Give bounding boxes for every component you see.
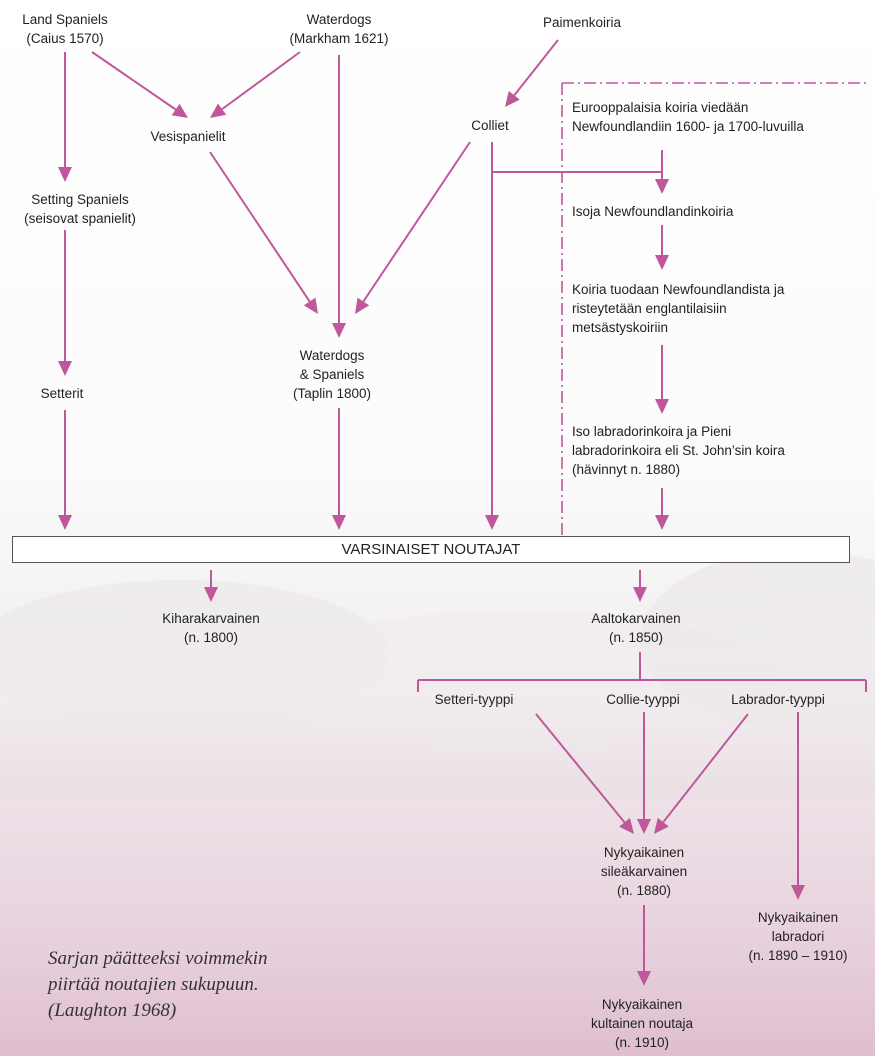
- node-setting-spaniels: Setting Spaniels (seisovat spanielit): [24, 190, 136, 228]
- node-labradori: Nykyaikainen labradori (n. 1890 – 1910): [748, 908, 847, 965]
- node-labrador-tyyppi: Labrador-tyyppi: [731, 690, 825, 709]
- kiharakarvainen-line: Kiharakarvainen: [162, 611, 260, 626]
- setting-spaniels-line: (seisovat spanielit): [24, 211, 136, 226]
- colliet-line: Colliet: [471, 118, 509, 133]
- eurooppalaisia-line: Eurooppalaisia koiria viedään: [572, 100, 749, 115]
- arrow-colliet-to-waterdogs-spaniels-shaft: [362, 141, 471, 303]
- koiria-tuodaan-line: Koiria tuodaan Newfoundlandista ja: [572, 282, 785, 297]
- caption-line: piirtää noutajien sukupuun.: [48, 974, 259, 995]
- waterdogs-line: (Markham 1621): [289, 31, 389, 46]
- arrow-vesispanielit-to-waterdogs-spaniels-shaft: [209, 151, 311, 303]
- arrow-waterdogs-to-vesispanielit-head: [210, 103, 227, 118]
- labradori-line: Nykyaikainen: [757, 910, 839, 925]
- arrow-colliet-to-waterdogs-spaniels-head: [355, 297, 370, 314]
- node-paimenkoiria: Paimenkoiria: [543, 13, 621, 32]
- caption-line: (Laughton 1968): [48, 1000, 177, 1021]
- node-kiharakarvainen: Kiharakarvainen (n. 1800): [162, 609, 260, 647]
- node-iso-labradorinkoira: Iso labradorinkoira ja Pieni labradorinko…: [572, 422, 785, 479]
- sileakarvainen-line: (n. 1880): [616, 883, 672, 898]
- vesispanielit-line: Vesispanielit: [150, 129, 226, 144]
- arrow-waterdogs-spaniels-to-band-head: [332, 515, 346, 530]
- node-kultainen: Nykyaikainen kultainen noutaja (n. 1910): [591, 995, 693, 1052]
- arrow-setteri-to-sileakarvainen-head: [619, 817, 634, 834]
- aaltokarvainen-line: Aaltokarvainen: [591, 611, 681, 626]
- arrow-paimenkoiria-to-colliet-shaft: [513, 39, 559, 96]
- arrow-sileakarvainen-to-kultainen-head: [637, 971, 651, 986]
- land-spaniels-line: Land Spaniels: [22, 12, 108, 27]
- node-waterdogs-spaniels: Waterdogs & Spaniels (Taplin 1800): [293, 346, 371, 403]
- node-isoja: Isoja Newfoundlandinkoiria: [572, 202, 733, 221]
- arrow-labrador-to-labradori-head: [791, 885, 805, 900]
- caption: Sarjan päätteeksi voimmekin piirtää nouta…: [48, 946, 348, 1024]
- arrow-band-to-kiharakarvainen-head: [204, 587, 218, 602]
- waterdogs-spaniels-line: Waterdogs: [299, 348, 365, 363]
- arrow-paimenkoiria-to-colliet-head: [505, 90, 520, 107]
- iso-labradorinkoira-line: (hävinnyt n. 1880): [572, 462, 681, 477]
- setting-spaniels-line: Setting Spaniels: [31, 192, 129, 207]
- caption-line: Sarjan päätteeksi voimmekin: [48, 948, 268, 969]
- labrador-tyyppi-line: Labrador-tyyppi: [731, 692, 825, 707]
- arrow-labrador-to-sileakarvainen-head: [654, 817, 669, 834]
- node-colliet: Colliet: [471, 116, 509, 135]
- arrow-waterdogs-to-waterdogs-spaniels-head: [332, 323, 346, 338]
- node-koiria-tuodaan: Koiria tuodaan Newfoundlandista ja ristey…: [572, 280, 784, 337]
- isoja-line: Isoja Newfoundlandinkoiria: [572, 204, 734, 219]
- node-waterdogs: Waterdogs (Markham 1621): [289, 10, 388, 48]
- arrow-band-to-aaltokarvainen-head: [633, 587, 647, 602]
- arrow-isoja-to-koiria-head: [655, 255, 669, 270]
- arrow-vesispanielit-to-waterdogs-spaniels-head: [303, 297, 318, 314]
- arrow-waterdogs-to-vesispanielit-shaft: [221, 51, 301, 110]
- node-collie-tyyppi: Collie-tyyppi: [606, 690, 680, 709]
- kultainen-line: (n. 1910): [614, 1035, 670, 1050]
- node-aaltokarvainen: Aaltokarvainen (n. 1850): [591, 609, 680, 647]
- paimenkoiria-line: Paimenkoiria: [542, 15, 622, 30]
- arrow-setteri-to-sileakarvainen-shaft: [535, 713, 626, 824]
- arrow-koiria-to-iso-labrador-head: [655, 399, 669, 414]
- kultainen-line: kultainen noutaja: [590, 1016, 694, 1031]
- arrow-iso-labrador-to-band-head: [655, 515, 669, 530]
- setteri-tyyppi-line: Setteri-tyyppi: [434, 692, 514, 707]
- sileakarvainen-line: Nykyaikainen: [603, 845, 685, 860]
- node-sileakarvainen: Nykyaikainen sileäkarvainen (n. 1880): [601, 843, 687, 900]
- iso-labradorinkoira-line: Iso labradorinkoira ja Pieni: [572, 424, 732, 439]
- labradori-line: (n. 1890 – 1910): [748, 948, 848, 963]
- arrow-land-to-vesispanielit-shaft: [91, 51, 177, 111]
- waterdogs-line: Waterdogs: [306, 12, 372, 27]
- kiharakarvainen-line: (n. 1800): [183, 630, 239, 645]
- sileakarvainen-line: sileäkarvainen: [600, 864, 688, 879]
- node-setterit: Setterit: [41, 384, 84, 403]
- node-vesispanielit: Vesispanielit: [150, 127, 225, 146]
- iso-labradorinkoira-line: labradorinkoira eli St. John’sin koira: [572, 443, 785, 458]
- waterdogs-spaniels-line: (Taplin 1800): [292, 386, 372, 401]
- arrow-eurooppalaisia-to-isoja-head: [655, 179, 669, 194]
- arrow-land-to-setting-head: [58, 167, 72, 182]
- arrow-setterit-to-band-head: [58, 515, 72, 530]
- aaltokarvainen-line: (n. 1850): [608, 630, 664, 645]
- arrow-labrador-to-sileakarvainen-shaft: [662, 713, 749, 823]
- arrow-collie-to-sileakarvainen-head: [637, 819, 651, 834]
- arrow-colliet-to-band-head: [485, 515, 499, 530]
- waterdogs-spaniels-line: & Spaniels: [299, 367, 365, 382]
- land-spaniels-line: (Caius 1570): [26, 31, 104, 46]
- collie-tyyppi-line: Collie-tyyppi: [606, 692, 680, 707]
- node-setteri-tyyppi: Setteri-tyyppi: [435, 690, 514, 709]
- labradori-line: labradori: [771, 929, 825, 944]
- eurooppalaisia-line: Newfoundlandiin 1600- ja 1700-luvuilla: [572, 119, 804, 134]
- node-land-spaniels: Land Spaniels (Caius 1570): [22, 10, 108, 48]
- arrow-setting-to-setterit-head: [58, 361, 72, 376]
- arrow-land-to-vesispanielit-head: [171, 103, 188, 118]
- setterit-line: Setterit: [40, 386, 84, 401]
- kultainen-line: Nykyaikainen: [601, 997, 683, 1012]
- koiria-tuodaan-line: metsästyskoiriin: [572, 320, 669, 335]
- koiria-tuodaan-line: risteytetään englantilaisiin: [572, 301, 727, 316]
- varsinaiset-noutajat-band: VARSINAISET NOUTAJAT: [12, 536, 850, 563]
